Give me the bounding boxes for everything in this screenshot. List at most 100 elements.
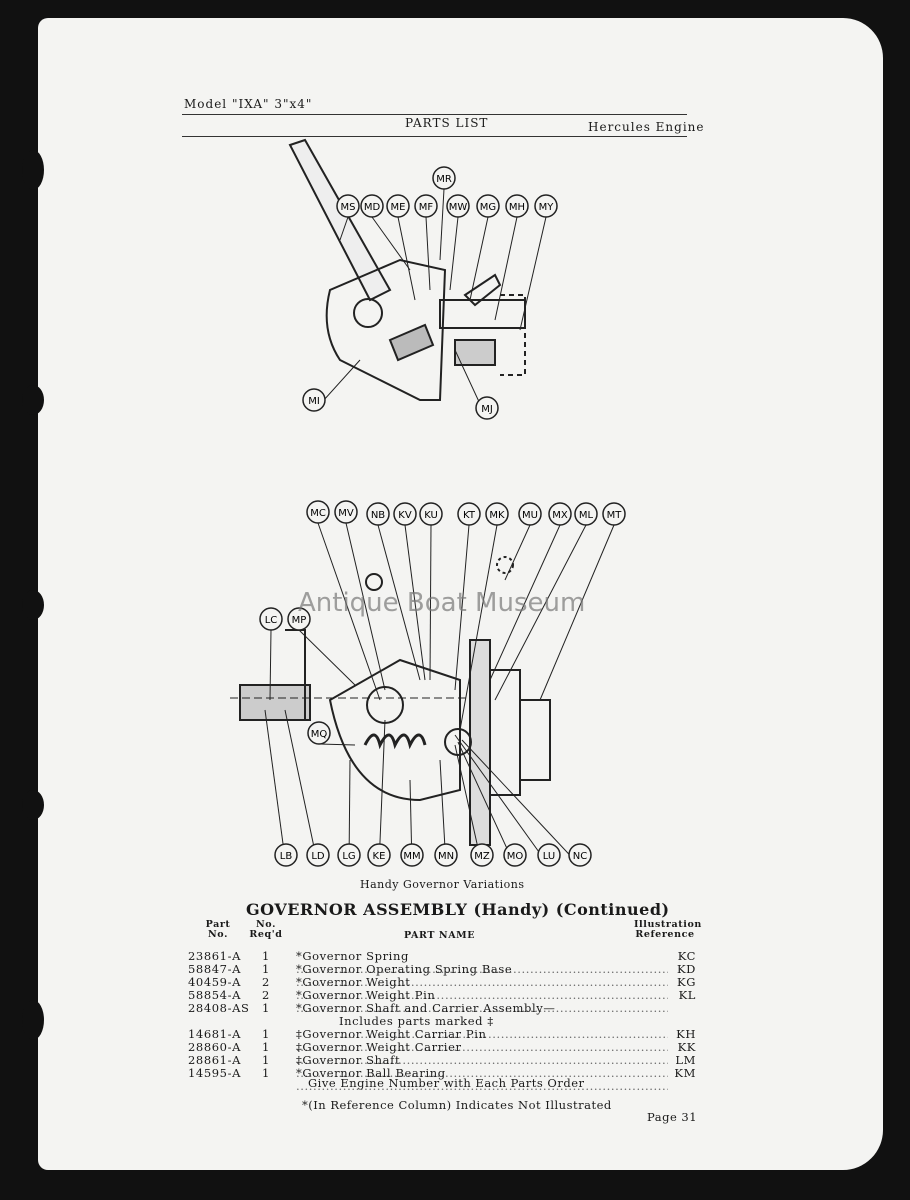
leader-line (454, 524, 470, 691)
leader-line (269, 629, 272, 701)
leader-line (377, 524, 421, 681)
quantity: 2 (262, 975, 270, 989)
callout-label: ME (391, 202, 406, 213)
callout-label: MT (607, 510, 623, 521)
callout-circle (337, 843, 361, 867)
callout-label: MW (449, 202, 468, 213)
leader-line (489, 524, 561, 681)
callout-label: NB (371, 510, 385, 521)
col-req: No. Req'd (249, 919, 283, 940)
table-row: 28861-A 1 ‡Governor Shaft LM (184, 1054, 696, 1067)
part-number: 58854-A (188, 988, 241, 1002)
callout-circle (414, 194, 438, 218)
callout-label: MR (436, 174, 452, 185)
col-part-name: PART NAME (404, 930, 476, 941)
quantity: 1 (262, 949, 270, 963)
table-row: 28408-AS 1 *Governor Shaft and Carrier A… (184, 1002, 696, 1015)
callout-circle (366, 502, 390, 526)
table-row: 58854-A 2 *Governor Weight Pin KL (184, 989, 696, 1002)
leader-line (404, 524, 426, 681)
callout-label: NC (573, 851, 587, 862)
callout-circle (307, 721, 331, 745)
callout-circle (457, 502, 481, 526)
leader-line (397, 216, 416, 301)
callout-circle (475, 396, 499, 420)
callout-circle (306, 500, 330, 524)
part-name: Includes parts marked ‡ (339, 1015, 668, 1041)
illustration-reference: KG (677, 975, 696, 989)
callout-label: MG (480, 202, 496, 213)
footer-note-order: Give Engine Number with Each Parts Order (308, 1076, 585, 1090)
quantity: 1 (262, 1001, 270, 1015)
quantity: 1 (262, 1053, 270, 1067)
quantity: 1 (262, 1066, 270, 1080)
callout-circle (476, 194, 500, 218)
quantity: 1 (262, 962, 270, 976)
callout-label: MZ (474, 851, 490, 862)
callout-label: MM (403, 851, 420, 862)
callout-label: KE (373, 851, 386, 862)
part-number: 58847-A (188, 962, 241, 976)
table-row: 40459-A 2 *Governor Weight KG (184, 976, 696, 989)
callout-circle (432, 166, 456, 190)
leader-line (284, 709, 319, 867)
callout-circle (393, 502, 417, 526)
callout-circle (602, 502, 626, 526)
illustration-reference: KL (678, 988, 696, 1002)
part-name: *Governor Weight (296, 976, 668, 1002)
leader-line (457, 741, 516, 867)
callout-label: MD (364, 202, 381, 213)
leader-line (519, 216, 547, 331)
callout-circle (306, 843, 330, 867)
part-name: *Governor Spring (296, 950, 668, 976)
table-row: 58847-A 1 *Governor Operating Spring Bas… (184, 963, 696, 976)
callout-circle (400, 843, 424, 867)
callout-circle (259, 607, 283, 631)
leader-line (494, 524, 587, 701)
table-row: Includes parts marked ‡ (184, 1015, 696, 1028)
leader-line (378, 719, 386, 867)
callout-circle (334, 500, 358, 524)
leader-line (425, 216, 431, 291)
callout-label: LC (265, 615, 278, 626)
leader-line (494, 216, 518, 321)
callout-label: MU (522, 510, 538, 521)
callout-circle (434, 843, 458, 867)
callout-circle (485, 502, 509, 526)
callout-label: LG (342, 851, 355, 862)
callout-circle (367, 843, 391, 867)
callout-label: MN (438, 851, 454, 862)
part-name: *Governor Operating Spring Base (296, 963, 668, 989)
section-title: GOVERNOR ASSEMBLY (Handy) (Continued) (246, 900, 670, 919)
callout-label: LU (543, 851, 555, 862)
callout-label: MQ (311, 729, 328, 740)
callout-label: ML (579, 510, 594, 521)
callout-label: MS (341, 202, 356, 213)
callout-circle (568, 843, 592, 867)
callout-circle (287, 607, 311, 631)
callout-label: MF (419, 202, 434, 213)
footer-note-reference: *(In Reference Column) Indicates Not Ill… (302, 1098, 612, 1112)
part-number: 28408-AS (188, 1001, 250, 1015)
leader-line (454, 734, 550, 867)
part-name: *Governor Weight Pin (296, 989, 668, 1015)
parts-table: Part No. No. Req'd PART NAME Illustratio… (184, 919, 701, 1080)
binder-hole (22, 150, 44, 190)
callout-label: KV (398, 510, 412, 521)
callout-label: MX (552, 510, 568, 521)
callout-label: MH (509, 202, 525, 213)
watermark: Antique Boat Museum (298, 588, 586, 618)
leader-line (439, 188, 445, 261)
binder-hole (22, 790, 44, 820)
callout-label: MC (310, 508, 326, 519)
callout-label: MP (292, 615, 307, 626)
illustration-reference: KH (676, 1027, 696, 1041)
leader-line (339, 216, 349, 241)
leader-line (318, 743, 356, 746)
callout-circle (470, 843, 494, 867)
table-row: 14595-A 1 *Governor Ball Bearing KM (184, 1067, 696, 1080)
leader-line (317, 522, 381, 701)
quantity: 1 (262, 1027, 270, 1041)
header-engine: Hercules Engine (588, 120, 705, 134)
illustration-reference: KK (677, 1040, 696, 1054)
